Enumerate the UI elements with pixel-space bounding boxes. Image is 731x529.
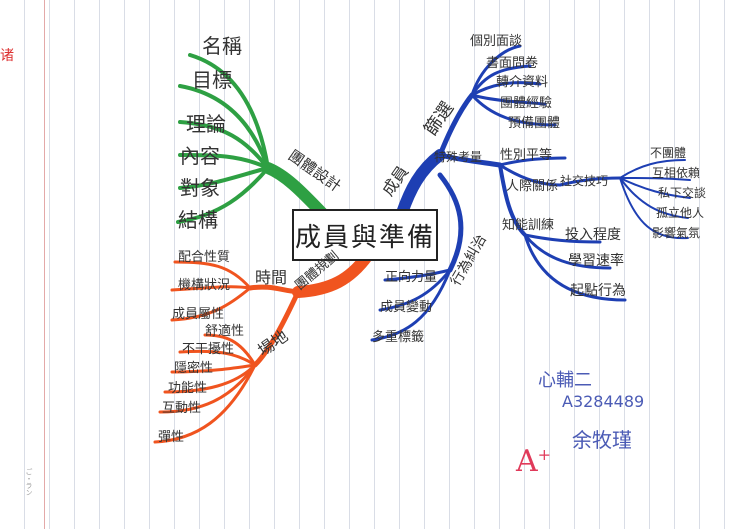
blue-gender-label: 性別平等: [500, 148, 553, 163]
blue-relation-item-5: 影響氣氛: [652, 226, 701, 240]
margin-line: [44, 0, 45, 529]
orange-time-item-2: 機構狀況: [178, 278, 231, 293]
signature-class: 心輔二: [538, 370, 592, 391]
blue-special-label: 特殊考量: [434, 150, 483, 164]
corner-mark: 诸: [0, 48, 14, 64]
orange-time-item-3: 成員屬性: [172, 307, 225, 322]
blue-cognition-item-1: 投入程度: [565, 227, 621, 243]
blue-cognition-item-2: 學習速率: [568, 253, 624, 269]
orange-place-item-2: 不干擾性: [182, 342, 235, 357]
blue-cognition-label: 知能訓練: [502, 218, 555, 233]
blue-relation-sub: 社交技巧: [560, 174, 609, 188]
blue-cognition-item-3: 起點行為: [570, 283, 626, 299]
blue-behavior-item-3: 多重標籤: [372, 330, 425, 345]
green-item-1: 名稱: [202, 34, 242, 58]
orange-branch-lines: [153, 249, 374, 444]
green-item-5: 對象: [180, 176, 220, 200]
blue-relation-item-1: 不團體: [650, 146, 687, 160]
green-branch-lines: [176, 53, 328, 224]
signature-id: A3284489: [562, 392, 645, 411]
orange-place-item-3: 隱密性: [174, 361, 214, 376]
blue-behavior-item-2: 成員變動: [380, 300, 433, 315]
orange-place-item-6: 彈性: [158, 430, 185, 445]
signature-name: 余牧瑾: [572, 428, 632, 452]
blue-screening-item-3: 轉介資料: [496, 75, 549, 90]
orange-time-label: 時間: [255, 268, 288, 287]
blue-relation-label: 人際關係: [506, 179, 559, 194]
green-item-3: 理論: [186, 112, 226, 136]
grade-letter: A: [516, 444, 538, 479]
blue-screening-item-5: 預備團體: [508, 116, 561, 131]
blue-relation-item-3: 私下交談: [658, 186, 707, 200]
blue-screening-item-2: 書面問卷: [486, 56, 539, 71]
grade-plus: +: [537, 445, 552, 464]
blue-behavior-item-1: 正向力量: [385, 270, 438, 285]
blue-screening-item-4: 團體經驗: [500, 96, 553, 111]
green-item-6: 結構: [178, 208, 218, 232]
orange-place-item-4: 功能性: [168, 381, 208, 396]
center-topic: 成員與準備: [292, 209, 438, 261]
blue-relation-item-4: 孤立他人: [656, 206, 705, 220]
blue-branch-lines: [370, 44, 691, 342]
blue-screening-item-1: 個別面談: [470, 34, 523, 49]
orange-place-item-1: 舒適性: [205, 324, 245, 339]
grade-mark: A+: [516, 444, 551, 479]
green-item-2: 目標: [192, 68, 232, 92]
orange-place-item-5: 互動性: [162, 401, 202, 416]
green-item-4: 內容: [180, 144, 220, 168]
edge-text: ご・ラン: [25, 468, 33, 496]
orange-time-item-1: 配合性質: [178, 250, 231, 265]
blue-relation-item-2: 互相依賴: [652, 166, 701, 180]
